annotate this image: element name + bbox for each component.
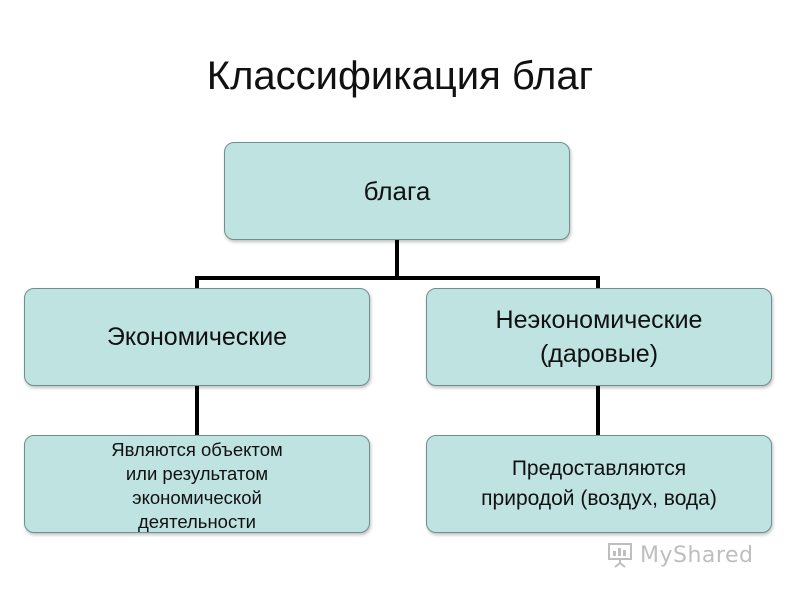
watermark: MyShared <box>606 538 753 572</box>
watermark-text: MyShared <box>640 542 754 568</box>
node-economic-description: Являются объектом или результатом эконом… <box>24 435 370 533</box>
presentation-board-icon <box>608 543 632 568</box>
page-title: Классификация благ <box>206 54 594 98</box>
node-non-economic-description: Предоставляются природой (воздух, вода) <box>426 435 772 533</box>
node-economic: Экономические <box>24 288 370 386</box>
node-non-economic-label: Неэкономические (даровые) <box>495 306 703 368</box>
node-goods-label: блага <box>363 175 431 206</box>
node-non-economic-description-label: Предоставляются природой (воздух, вода) <box>481 457 717 510</box>
node-economic-label: Экономические <box>106 322 288 351</box>
node-non-economic: Неэкономические (даровые) <box>426 288 772 386</box>
node-economic-description-label: Являются объектом или результатом эконом… <box>111 439 283 532</box>
node-goods: блага <box>224 142 570 240</box>
